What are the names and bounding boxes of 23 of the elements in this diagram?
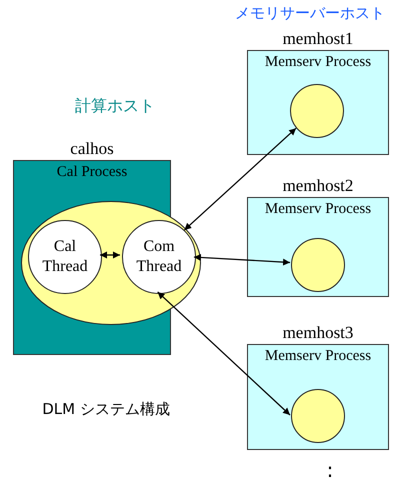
host-name: memhost3: [282, 322, 354, 344]
arrow: [194, 254, 290, 266]
thread-circle: [122, 220, 196, 294]
process-name: Memserv Process: [264, 201, 372, 218]
process-name: Cal Process: [56, 164, 128, 181]
arrow: [157, 292, 290, 416]
process-name: Memserv Process: [264, 54, 372, 71]
host-name: calhos: [70, 138, 114, 160]
caption-text: 計算ホスト: [74, 96, 156, 117]
arrow: [100, 252, 120, 258]
process-circle: [291, 389, 345, 443]
continuation-dots: :: [326, 458, 334, 482]
caption-text: メモリサーバーホスト: [234, 4, 386, 23]
caption-text: DLM システム構成: [41, 400, 171, 419]
process-circle: [291, 238, 345, 292]
process-name: Memserv Process: [264, 348, 372, 365]
host-name: memhost2: [282, 175, 354, 197]
process-circle: [290, 84, 344, 138]
thread-name: Com Thread: [135, 237, 183, 277]
arrow: [184, 128, 296, 231]
thread-name: Cal Thread: [41, 237, 89, 277]
host-name: memhost1: [282, 28, 354, 50]
thread-circle: [28, 220, 102, 294]
